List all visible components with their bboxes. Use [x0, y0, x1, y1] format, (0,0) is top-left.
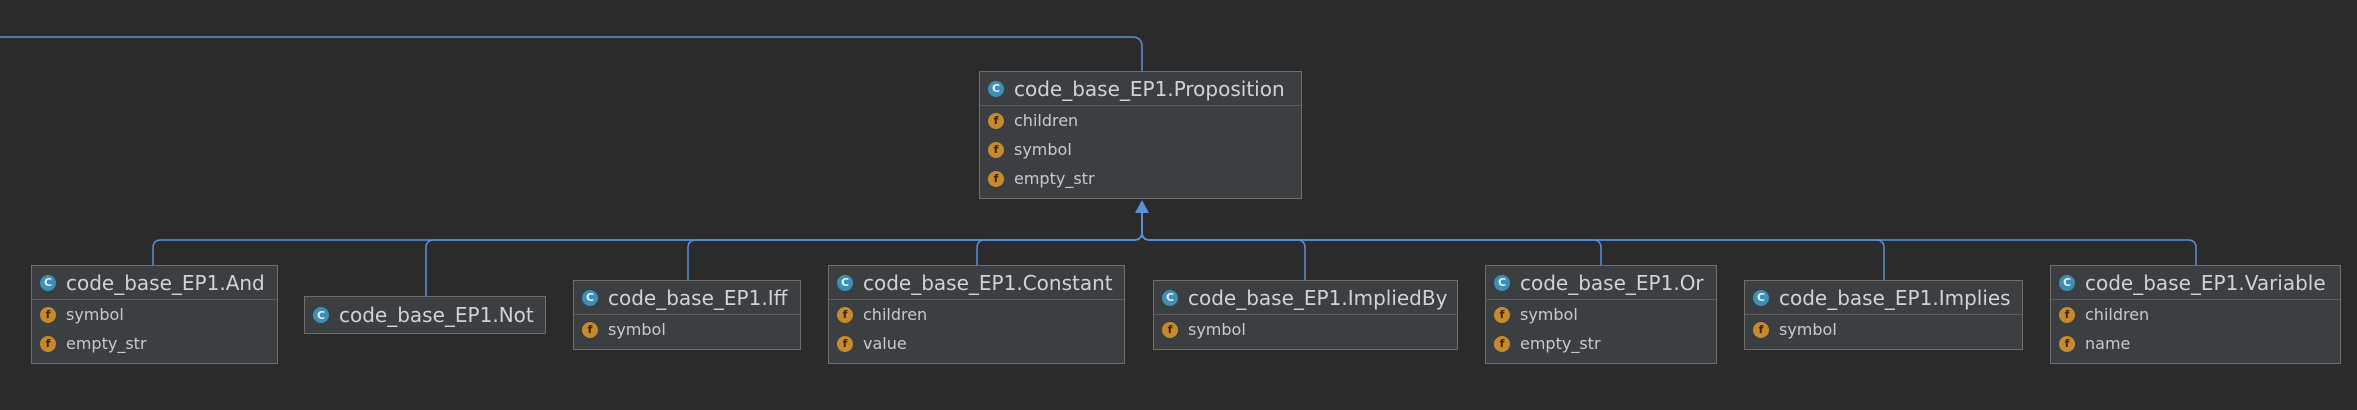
field-icon: f — [1494, 335, 1510, 352]
class-header: C code_base_EP1.Iff — [574, 281, 800, 315]
incoming-edge — [0, 36, 1143, 71]
field-icon: f — [988, 141, 1004, 158]
field-icon: f — [40, 335, 56, 352]
class-iff[interactable]: C code_base_EP1.Iff f symbol — [573, 280, 801, 350]
field-row: f empty_str — [980, 164, 1301, 193]
field-name: symbol — [1188, 320, 1246, 339]
field-icon: f — [837, 335, 853, 352]
field-icon: f — [1162, 321, 1178, 338]
field-name: symbol — [66, 305, 124, 324]
class-title: code_base_EP1.Not — [339, 303, 534, 327]
class-title: code_base_EP1.Implies — [1779, 285, 2011, 310]
field-name: empty_str — [1014, 169, 1095, 188]
class-header: C code_base_EP1.Constant — [829, 266, 1124, 300]
class-title: code_base_EP1.ImpliedBy — [1188, 285, 1448, 310]
field-row: f value — [829, 329, 1124, 358]
field-icon: f — [1494, 306, 1510, 323]
inheritance-arrowhead — [1135, 200, 1149, 213]
field-icon: f — [1753, 321, 1769, 338]
field-row: f symbol — [32, 300, 277, 329]
class-impliedby[interactable]: C code_base_EP1.ImpliedBy f symbol — [1153, 280, 1458, 350]
class-title: code_base_EP1.Proposition — [1014, 76, 1285, 101]
class-header: C code_base_EP1.And — [32, 266, 277, 300]
inheritance-edge — [1141, 213, 2197, 265]
class-icon: C — [40, 274, 56, 291]
field-row: f empty_str — [1486, 329, 1716, 358]
class-header: C code_base_EP1.Variable — [2051, 266, 2340, 300]
class-icon: C — [1162, 289, 1178, 306]
field-icon: f — [40, 306, 56, 323]
field-row: f symbol — [574, 315, 800, 344]
class-icon: C — [1494, 274, 1510, 291]
class-icon: C — [582, 289, 598, 306]
field-name: empty_str — [66, 334, 147, 353]
inheritance-edge — [1141, 213, 1602, 265]
class-header: C code_base_EP1.Not — [305, 297, 545, 333]
field-name: children — [2085, 305, 2150, 324]
class-not[interactable]: C code_base_EP1.Not — [304, 296, 546, 334]
field-icon: f — [988, 170, 1004, 187]
class-title: code_base_EP1.Or — [1520, 270, 1704, 295]
field-name: symbol — [1520, 305, 1578, 324]
field-row: f empty_str — [32, 329, 277, 358]
field-icon: f — [2059, 335, 2075, 352]
field-icon: f — [837, 306, 853, 323]
field-name: symbol — [608, 320, 666, 339]
field-name: value — [863, 334, 907, 353]
class-header: C code_base_EP1.Or — [1486, 266, 1716, 300]
field-icon: f — [988, 112, 1004, 129]
field-name: symbol — [1014, 140, 1072, 159]
field-name: empty_str — [1520, 334, 1601, 353]
class-variable[interactable]: C code_base_EP1.Variable f children f na… — [2050, 265, 2341, 364]
field-name: children — [863, 305, 928, 324]
inheritance-edge — [976, 213, 1143, 265]
inheritance-edge — [152, 213, 1143, 265]
field-name: symbol — [1779, 320, 1837, 339]
field-row: f children — [980, 106, 1301, 135]
class-or[interactable]: C code_base_EP1.Or f symbol f empty_str — [1485, 265, 1717, 364]
field-row: f symbol — [1486, 300, 1716, 329]
class-icon: C — [837, 274, 853, 291]
class-icon: C — [988, 80, 1004, 97]
class-implies[interactable]: C code_base_EP1.Implies f symbol — [1744, 280, 2023, 350]
field-row: f children — [2051, 300, 2340, 329]
field-row: f symbol — [1154, 315, 1457, 344]
class-proposition[interactable]: C code_base_EP1.Proposition f children f… — [979, 71, 1302, 199]
field-row: f symbol — [1745, 315, 2022, 344]
field-row: f children — [829, 300, 1124, 329]
class-header: C code_base_EP1.Implies — [1745, 281, 2022, 315]
class-title: code_base_EP1.Constant — [863, 270, 1113, 295]
class-title: code_base_EP1.Iff — [608, 285, 788, 310]
class-icon: C — [2059, 274, 2075, 291]
class-icon: C — [313, 307, 329, 323]
field-name: name — [2085, 334, 2131, 353]
class-header: C code_base_EP1.Proposition — [980, 72, 1301, 106]
field-name: children — [1014, 111, 1079, 130]
inheritance-edge — [1141, 213, 1306, 280]
field-icon: f — [2059, 306, 2075, 323]
class-title: code_base_EP1.Variable — [2085, 270, 2326, 295]
class-header: C code_base_EP1.ImpliedBy — [1154, 281, 1457, 315]
field-row: f name — [2051, 329, 2340, 358]
class-title: code_base_EP1.And — [66, 270, 265, 295]
field-icon: f — [582, 321, 598, 338]
class-and[interactable]: C code_base_EP1.And f symbol f empty_str — [31, 265, 278, 364]
class-constant[interactable]: C code_base_EP1.Constant f children f va… — [828, 265, 1125, 364]
field-row: f symbol — [980, 135, 1301, 164]
class-icon: C — [1753, 289, 1769, 306]
